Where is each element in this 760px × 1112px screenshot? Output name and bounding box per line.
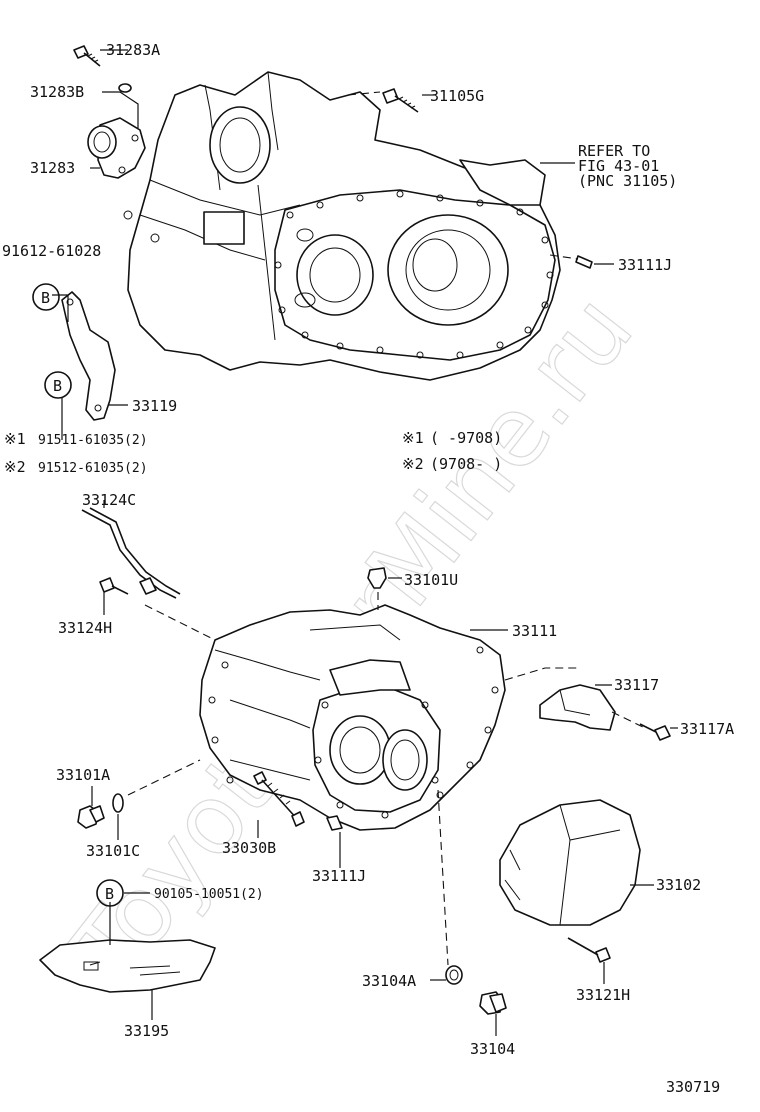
label-33117a: 33117A <box>680 720 734 738</box>
plug-31283b-icon <box>118 83 132 93</box>
cover-33102-icon <box>499 799 654 926</box>
label-33111j-top: 33111J <box>618 256 672 274</box>
label-33030b: 33030B <box>222 839 276 857</box>
label-refer-line3: (PNC 31105) <box>578 172 677 190</box>
label-33104a: 33104A <box>362 972 416 990</box>
bolt-33117a-icon <box>639 723 671 741</box>
bolt-31283a-icon <box>73 45 101 67</box>
date1-mark: ※1 <box>402 429 424 447</box>
figure-number: 330719 <box>666 1078 720 1096</box>
bolt-33121h-icon <box>567 937 611 963</box>
svg-text:B: B <box>105 885 114 903</box>
transaxle-housing <box>123 71 561 381</box>
label-33101c: 33101C <box>86 842 140 860</box>
sleeve-31283-icon <box>87 117 146 179</box>
plug-33101a-icon <box>77 805 105 829</box>
note2-mark: ※2 <box>4 458 26 476</box>
svg-text:B: B <box>53 377 62 395</box>
label-31283a: 31283A <box>106 41 160 59</box>
bolt-31105g-icon <box>382 88 419 113</box>
label-33124h: 33124H <box>58 619 112 637</box>
label-33124c: 33124C <box>82 491 136 509</box>
label-33101u: 33101U <box>404 571 458 589</box>
svg-text:B: B <box>41 289 50 307</box>
transmission-case <box>199 604 506 831</box>
note1-text: 91511-61035(2) <box>38 433 148 448</box>
label-33195: 33195 <box>124 1022 169 1040</box>
note1-mark: ※1 <box>4 430 26 448</box>
wire-33124c-icon <box>81 507 181 599</box>
date2-text: (9708- ) <box>430 455 502 473</box>
label-33111j-bottom: 33111J <box>312 867 366 885</box>
label-31105g: 31105G <box>430 87 484 105</box>
label-33104: 33104 <box>470 1040 515 1058</box>
bracket-33119-icon <box>61 291 116 421</box>
gasket-33104a-icon <box>445 965 463 985</box>
label-31283: 31283 <box>30 159 75 177</box>
date1-text: ( -9708) <box>430 429 502 447</box>
note2-text: 91512-61035(2) <box>38 461 148 476</box>
bolt-33124h-icon <box>99 577 129 595</box>
label-33119: 33119 <box>132 397 177 415</box>
label-33101a: 33101A <box>56 766 110 784</box>
label-33111: 33111 <box>512 622 557 640</box>
bracket-33117-icon <box>539 684 616 731</box>
label-refer-line2: FIG 43-01 <box>578 157 659 175</box>
label-33121h: 33121H <box>576 986 630 1004</box>
label-31283b: 31283B <box>30 83 84 101</box>
dowel-pin-33111j-bottom-icon <box>326 815 343 831</box>
label-90105-10051: 90105-10051(2) <box>154 887 264 902</box>
label-33102: 33102 <box>656 876 701 894</box>
callout-b-2: B <box>44 371 72 399</box>
stud-bolt-33030b-icon <box>253 771 305 827</box>
plate-33195-icon <box>39 939 216 993</box>
label-refer-line1: REFER TO <box>578 142 650 160</box>
callout-b-1: B <box>32 283 60 311</box>
callout-b-3: B <box>96 879 124 907</box>
plug-33104-icon <box>479 991 507 1015</box>
date2-mark: ※2 <box>402 455 424 473</box>
gasket-33101c-icon <box>112 793 124 813</box>
dowel-pin-33111j-top-icon <box>575 255 593 269</box>
label-33117: 33117 <box>614 676 659 694</box>
plug-33101u-icon <box>367 567 387 589</box>
label-91612-61028: 91612-61028 <box>2 242 101 260</box>
